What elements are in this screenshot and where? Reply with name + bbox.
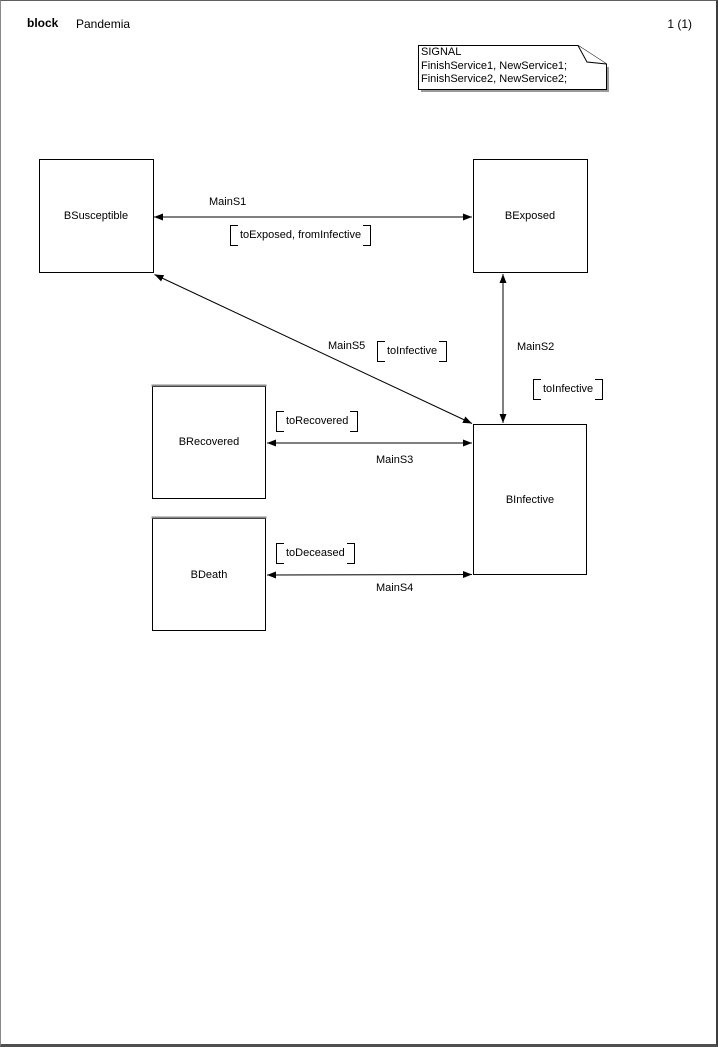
block-recovered-label: BRecovered: [178, 436, 240, 448]
bracket-right-icon: [363, 225, 372, 246]
signal-note-line: FinishService1, NewService1;: [421, 59, 568, 72]
signal-list-text: toInfective: [387, 345, 438, 357]
page-number: 1 (1): [667, 17, 692, 31]
signal-note-outline: [418, 45, 607, 90]
signal-list-text: toDeceased: [286, 547, 345, 559]
block-exposed-label: BExposed: [504, 210, 556, 222]
bracket-left-icon: [377, 341, 385, 362]
channel-mains5-name: MainS5: [328, 340, 366, 352]
signal-note-shadow: [421, 67, 609, 92]
channel-mains4-name: MainS4: [376, 582, 414, 594]
signal-note-line: SIGNAL: [421, 46, 462, 58]
channel-mains2-signal-list: toInfective: [533, 379, 604, 400]
bracket-right-icon: [350, 411, 359, 432]
signal-note-line: FinishService2, NewService2;: [421, 73, 568, 85]
bracket-left-icon: [533, 379, 541, 400]
bracket-right-icon: [439, 341, 448, 362]
channel-mains5-line: [154, 274, 473, 424]
channel-mains1-signal-list: toExposed, fromInfective: [230, 225, 372, 246]
channel-mains4-line: [266, 571, 473, 579]
block-infective-label: BInfective: [505, 493, 555, 506]
bracket-right-icon: [595, 379, 604, 400]
block-infective-box: [473, 424, 587, 575]
channel-mains3-signal-list: toRecovered: [276, 411, 359, 432]
signal-list-text: toRecovered: [286, 415, 349, 427]
block-exposed-box: [473, 159, 588, 273]
page-title: Pandemia: [76, 17, 131, 31]
signal-list-text: toExposed, fromInfective: [240, 229, 362, 241]
bracket-left-icon: [230, 225, 238, 246]
block-susceptible-box: [39, 159, 154, 273]
signal-note-text: SIGNAL FinishService1, NewService1; Fini…: [421, 46, 567, 87]
block-death-label: BDeath: [190, 568, 228, 581]
bracket-right-icon: [346, 543, 355, 564]
channel-mains4-signal-list: toDeceased: [276, 543, 355, 564]
bracket-left-icon: [276, 543, 284, 564]
signal-list-text: toInfective: [543, 383, 594, 395]
channel-mains3-name: MainS3: [376, 454, 414, 466]
diagram-kind-label: block: [27, 16, 59, 30]
bracket-left-icon: [276, 411, 284, 432]
signal-note-fold: [577, 45, 607, 65]
block-death-box: [152, 518, 266, 631]
block-susceptible-label: BSusceptible: [63, 210, 129, 222]
channel-mains1-name: MainS1: [209, 196, 247, 208]
channel-mains2-name: MainS2: [517, 341, 555, 353]
channel-mains5-signal-list: toInfective: [377, 341, 448, 362]
